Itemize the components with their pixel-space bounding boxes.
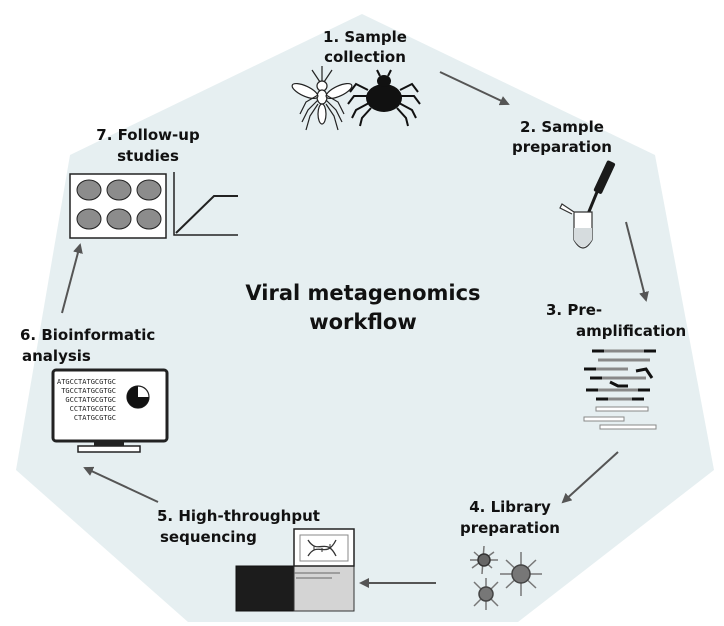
tick-icon	[347, 69, 421, 127]
step-7-label: 7. Follow-up studies	[96, 126, 200, 165]
sequence-line-3: GCCTATGCGTGC	[65, 396, 116, 404]
workflow-title-line2: workflow	[309, 310, 417, 334]
pipette-tube-icon	[559, 160, 616, 249]
svg-text:preparation: preparation	[460, 519, 560, 537]
svg-text:2. Sample: 2. Sample	[520, 118, 604, 136]
arrow-1-to-2	[439, 71, 510, 106]
heptagon-background	[16, 14, 714, 622]
svg-text:1. Sample: 1. Sample	[323, 28, 407, 46]
step-4-label: 4. Library preparation	[460, 498, 560, 537]
arrow-3-to-4	[561, 451, 619, 504]
culture-plate-icon	[69, 173, 167, 239]
sequence-line-5: CTATGCGTGC	[74, 414, 116, 422]
svg-text:7. Follow-up: 7. Follow-up	[96, 126, 200, 144]
monitor-icon: ATGCCTATGCGTGC TGCCTATGCGTGC GCCTATGCGTG…	[51, 368, 169, 453]
svg-text:collection: collection	[324, 48, 406, 66]
svg-text:studies: studies	[117, 147, 179, 165]
svg-text:analysis: analysis	[22, 347, 91, 365]
svg-text:preparation: preparation	[512, 138, 612, 156]
arrow-2-to-3	[625, 221, 649, 302]
svg-text:3. Pre-: 3. Pre-	[546, 301, 602, 319]
read-fragments-icon	[583, 349, 657, 430]
pie-chart-icon	[126, 385, 150, 409]
sequence-line-1: ATGCCTATGCGTGC	[57, 378, 116, 386]
sequence-line-2: TGCCTATGCGTGC	[61, 387, 116, 395]
svg-text:5. High-throughput: 5. High-throughput	[157, 507, 320, 525]
svg-text:amplification: amplification	[576, 322, 686, 340]
adapter-particles-icon	[470, 545, 542, 610]
sequence-line-4: CCTATGCGTGC	[70, 405, 116, 413]
growth-graph-icon	[173, 172, 238, 236]
step-2-label: 2. Sample preparation	[512, 118, 612, 156]
sequencer-icon	[235, 528, 355, 612]
step-3-label: 3. Pre- amplification	[546, 301, 686, 340]
arrow-5-to-6	[83, 466, 159, 503]
svg-text:4. Library: 4. Library	[469, 498, 551, 516]
step-6-label: 6. Bioinformatic analysis	[20, 326, 155, 365]
workflow-title-line1: Viral metagenomics	[245, 281, 480, 305]
step-5-label: 5. High-throughput sequencing	[157, 507, 320, 546]
svg-text:sequencing: sequencing	[160, 528, 257, 546]
step-1-label: 1. Sample collection	[323, 28, 407, 66]
arrow-6-to-7	[61, 243, 83, 314]
mosquito-icon	[291, 66, 353, 131]
svg-text:6. Bioinformatic: 6. Bioinformatic	[20, 326, 155, 344]
